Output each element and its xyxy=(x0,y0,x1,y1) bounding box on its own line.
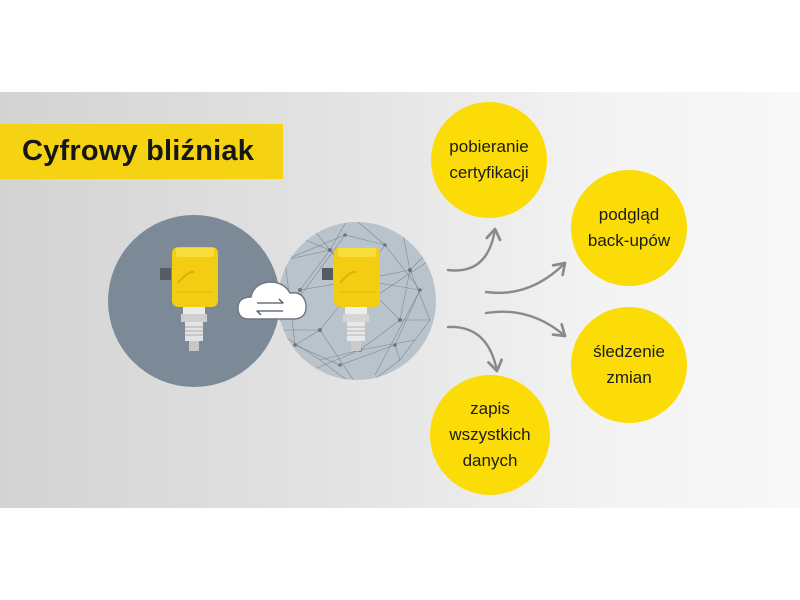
feature-tracking-line1: śledzenie xyxy=(593,342,665,361)
feature-tracking-line2: zmian xyxy=(606,368,652,387)
feature-records-line1: zapis xyxy=(470,399,510,418)
title-banner: Cyfrowy bliźniak xyxy=(0,124,283,179)
pressure-sensor-twin-icon xyxy=(322,247,380,351)
feature-backups-line2: back-upów xyxy=(587,231,671,250)
feature-records: zapis wszystkich danych xyxy=(430,375,550,495)
arrow-to-backups xyxy=(484,261,567,294)
feature-certificates-line2: certyfikacji xyxy=(449,163,529,182)
feature-certificates: pobieranie certyfikacji xyxy=(431,102,547,218)
feature-backups: podgląd back-upów xyxy=(571,170,687,286)
feature-backups-line1: podgląd xyxy=(598,205,660,224)
feature-certificates-line1: pobieranie xyxy=(449,137,529,156)
feature-tracking: śledzenie zmian xyxy=(571,307,687,423)
arrow-to-records xyxy=(446,325,503,373)
diagram-title: Cyfrowy bliźniak xyxy=(22,135,255,167)
pressure-sensor-icon xyxy=(160,247,218,351)
feature-records-line3: danych xyxy=(462,451,518,470)
arrow-to-certificates xyxy=(446,227,502,272)
feature-records-line2: wszystkich xyxy=(449,425,531,444)
cloud-sync-icon xyxy=(237,281,307,320)
arrow-to-tracking xyxy=(484,310,567,338)
